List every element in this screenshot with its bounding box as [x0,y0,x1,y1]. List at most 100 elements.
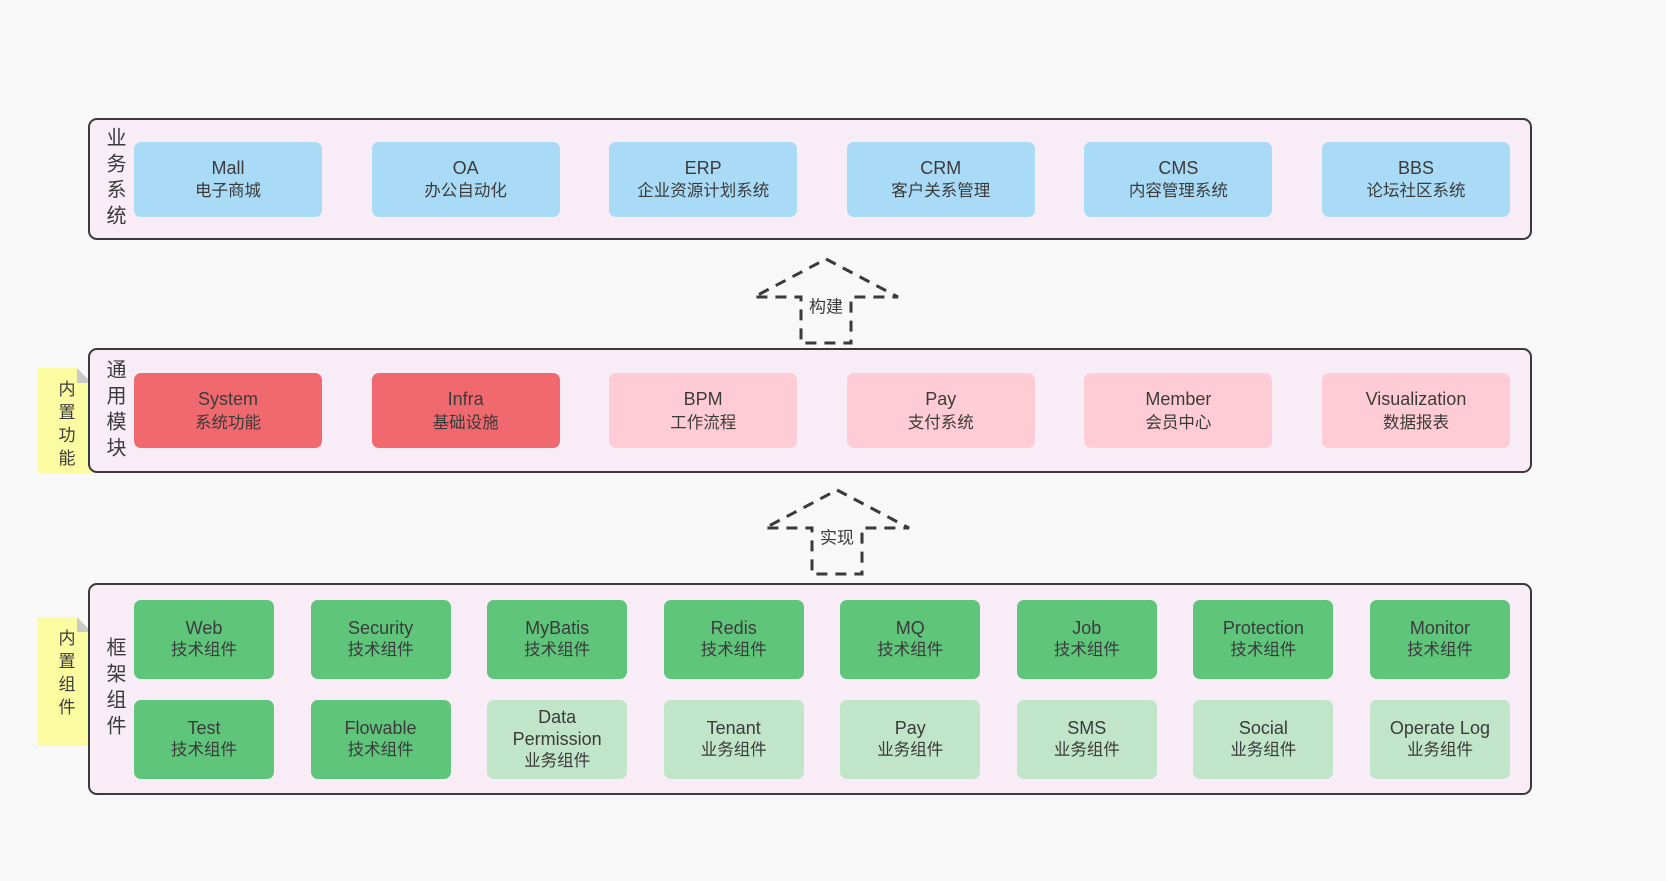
node-subtitle: 技术组件 [1230,640,1297,659]
node-erp: ERP 企业资源计划系统 [609,141,798,217]
node-protection: Protection 技术组件 [1193,599,1334,679]
node-social: Social 业务组件 [1193,699,1334,779]
node-title: CMS [1158,157,1199,178]
node-subtitle: 论坛社区系统 [1366,182,1466,201]
node-title: Operate Log [1389,717,1490,738]
node-subtitle: 数据报表 [1382,413,1449,432]
node-subtitle: 内容管理系统 [1128,182,1228,201]
node-member: Member 会员中心 [1084,373,1273,448]
band-label-framework-components: 框架组件 [103,637,125,741]
node-title: Monitor [1409,617,1470,638]
node-title: Social [1238,717,1288,738]
node-title: Web [185,617,223,638]
node-title: MyBatis [525,617,590,638]
node-subtitle: 系统功能 [195,413,261,432]
node-cms: CMS 内容管理系统 [1084,141,1273,217]
node-bpm: BPM 工作流程 [609,373,798,448]
node-title: Pay [894,717,926,738]
node-security: Security 技术组件 [310,599,451,679]
node-title: MQ [895,617,925,638]
node-subtitle: 支付系统 [907,413,974,432]
node-subtitle: 业务组件 [1230,740,1297,759]
node-subtitle: 业务组件 [877,740,944,759]
node-infra: Infra 基础设施 [371,373,560,448]
node-system: System 系统功能 [134,373,322,448]
node-subtitle: 技术组件 [347,740,414,759]
sticky-note-text: 内置功能 [55,380,75,472]
node-subtitle: 技术组件 [171,740,237,759]
band-business-systems: 业务系统 Mall 电子商城 OA 办公自动化 ERP 企业资源计划系统 CRM… [88,118,1532,240]
node-test: Test 技术组件 [134,699,274,779]
node-visualization: Visualization 数据报表 [1321,373,1510,448]
node-title: Infra [447,389,484,410]
node-title: Security [348,617,414,638]
node-subtitle: 会员中心 [1145,413,1212,432]
node-crm: CRM 客户关系管理 [846,141,1035,217]
band-label-common-modules: 通用模块 [103,358,125,463]
node-title: Job [1072,617,1102,638]
node-title: Tenant [706,717,761,738]
node-subtitle: 技术组件 [1406,640,1473,659]
node-mq: MQ 技术组件 [840,599,981,679]
node-title: BBS [1397,157,1434,178]
node-monitor: Monitor 技术组件 [1369,599,1510,679]
node-subtitle: 技术组件 [877,640,944,659]
node-title: Pay [925,389,957,410]
node-subtitle: 技术组件 [347,640,414,659]
band-common-modules: 通用模块 System 系统功能 Infra 基础设施 BPM 工作流程 Pay… [88,348,1532,473]
node-subtitle: 企业资源计划系统 [637,182,770,201]
node-mybatis: MyBatis 技术组件 [487,599,628,679]
dashed-up-arrow-icon [753,257,899,345]
node-title: ERP [684,157,722,178]
node-title: CRM [920,157,962,178]
node-subtitle: 业务组件 [1053,740,1120,759]
node-title: Mall [211,157,245,178]
node-subtitle: 客户关系管理 [891,182,991,201]
node-title: Member [1145,389,1212,410]
node-tenant: Tenant 业务组件 [663,699,804,779]
sticky-note-built-in-components: 内置组件 [38,617,92,746]
dashed-up-arrow-icon [764,488,910,576]
sticky-note-built-in-features: 内置功能 [38,368,92,473]
arrow-implement-label: 实现 [817,522,857,550]
node-subtitle: 业务组件 [524,751,591,770]
node-title: Protection [1222,617,1304,638]
node-title: Visualization [1365,389,1467,410]
band-framework-components: 框架组件 Web 技术组件 Security 技术组件 MyBatis 技术组件… [88,583,1532,795]
node-pay: Pay 支付系统 [846,373,1035,448]
arrow-build-label: 构建 [806,291,846,319]
node-title: Test [187,717,221,738]
node-flowable: Flowable 技术组件 [310,699,451,779]
node-subtitle: 办公自动化 [424,182,507,201]
node-subtitle: 电子商城 [195,182,261,201]
node-data-permission: Data Permission 业务组件 [487,699,628,779]
node-subtitle: 业务组件 [1406,740,1473,759]
node-subtitle: 技术组件 [524,640,591,659]
node-subtitle: 技术组件 [700,640,767,659]
node-mall: Mall 电子商城 [134,141,322,217]
node-title: System [197,389,258,410]
node-redis: Redis 技术组件 [663,599,804,679]
node-sms: SMS 业务组件 [1016,699,1157,779]
node-title: SMS [1067,717,1107,738]
node-pay-business: Pay 业务组件 [840,699,981,779]
sticky-note-text: 内置组件 [55,629,75,721]
node-operate-log: Operate Log 业务组件 [1369,699,1510,779]
node-title: Data Permission [512,706,602,749]
node-web: Web 技术组件 [134,599,274,679]
band-label-business-systems: 业务系统 [103,127,125,231]
node-oa: OA 办公自动化 [371,141,560,217]
node-bbs: BBS 论坛社区系统 [1321,141,1510,217]
node-title: Flowable [344,717,417,738]
node-subtitle: 工作流程 [670,413,737,432]
node-subtitle: 技术组件 [171,640,237,659]
node-subtitle: 技术组件 [1053,640,1120,659]
arrow-implement: 实现 [762,487,912,577]
node-title: BPM [683,389,723,410]
node-subtitle: 业务组件 [700,740,767,759]
node-subtitle: 基础设施 [432,413,499,432]
node-title: Redis [710,617,757,638]
arrow-build: 构建 [751,256,901,346]
node-job: Job 技术组件 [1016,599,1157,679]
